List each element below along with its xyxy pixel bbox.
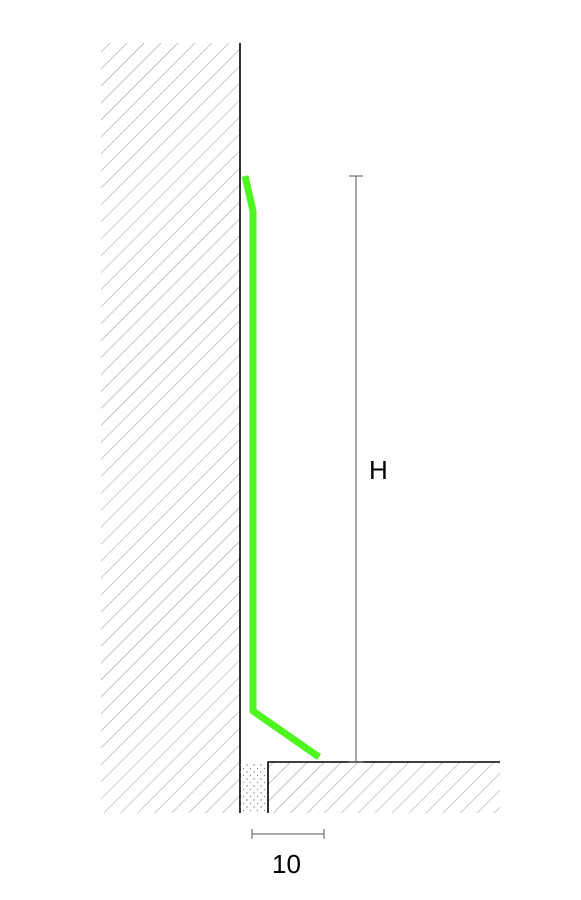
gap-dimension bbox=[251, 829, 325, 839]
floor-section bbox=[268, 762, 500, 813]
height-label: H bbox=[369, 455, 388, 485]
skirting-profile bbox=[241, 175, 322, 760]
gap-label: 10 bbox=[272, 849, 301, 879]
expansion-gap-filler bbox=[240, 762, 268, 813]
height-dimension bbox=[349, 175, 363, 763]
wall-section bbox=[101, 43, 240, 813]
floor-outline bbox=[267, 761, 500, 813]
